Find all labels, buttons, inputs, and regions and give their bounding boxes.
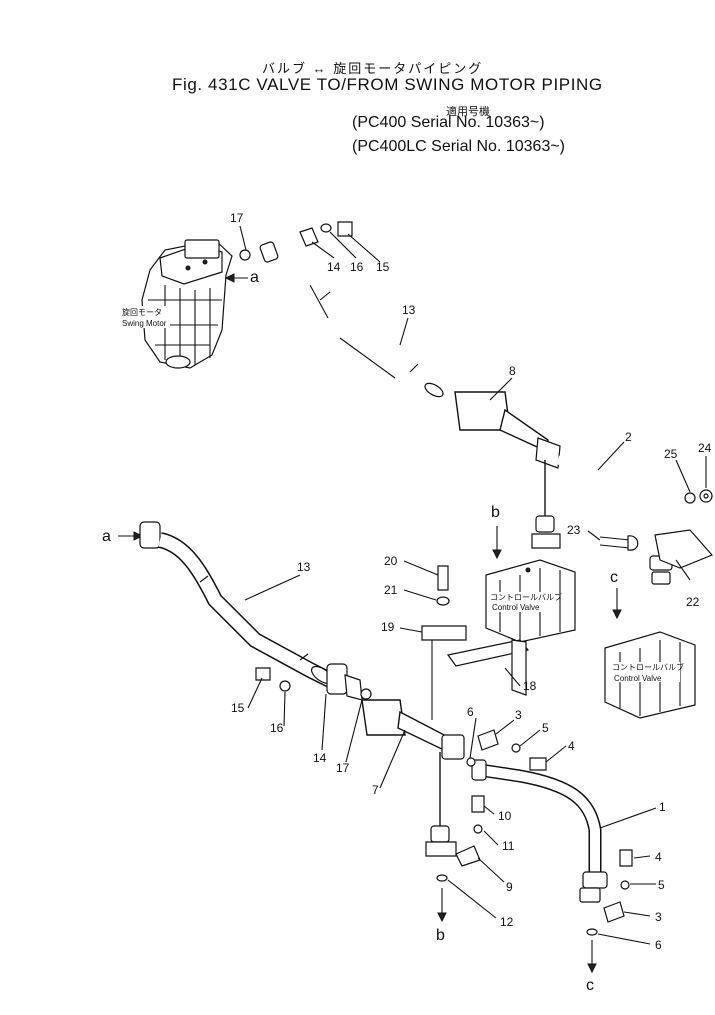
fitting-lower [344, 674, 363, 701]
part-number-24: 24 [698, 441, 712, 455]
part-number-18: 18 [523, 679, 537, 693]
part-number-4-upper: 4 [568, 739, 575, 753]
part-number-17-lower: 17 [336, 761, 350, 775]
part-number-15-lower: 15 [231, 701, 245, 715]
part-number-23: 23 [567, 523, 581, 537]
clamp-9 [455, 845, 481, 867]
bracket-18 [446, 639, 530, 667]
part-number-22: 22 [686, 595, 700, 609]
bolt-15-lower [255, 667, 271, 681]
part-number-5-lower: 5 [658, 878, 665, 892]
control-valve-c-label-jp: コントロールバルブ [612, 662, 684, 672]
clamp-14-upper [299, 227, 319, 247]
part-number-15-upper: 15 [376, 260, 390, 274]
washer-16-lower [279, 680, 291, 692]
leader-lines [239, 225, 707, 945]
bolt-4-lower [619, 849, 633, 867]
bolt-4-upper [529, 757, 547, 771]
part-number-8: 8 [509, 364, 516, 378]
part-number-25: 25 [664, 447, 678, 461]
letter-a-motor: a [250, 269, 259, 286]
part-number-13-upper: 13 [402, 303, 416, 317]
part-number-11: 11 [502, 839, 515, 853]
control-valve-b-label: Control Valve [492, 603, 540, 612]
part-number-2: 2 [625, 430, 632, 444]
clamp-3-upper [477, 729, 499, 751]
clamp-3-lower [603, 901, 625, 923]
control-valve-b-label-jp: コントロールバルブ [490, 592, 562, 602]
flange-14-lower [326, 663, 348, 695]
part-number-3-lower: 3 [655, 910, 662, 924]
letter-b-lower: b [436, 927, 445, 944]
part-number-6-lower: 6 [655, 938, 662, 952]
letter-c-upper: c [610, 569, 618, 586]
serial-line-pc400: (PC400 Serial No. 10363~) [352, 114, 545, 131]
bracket-19 [421, 625, 467, 641]
part-number-5-upper: 5 [542, 721, 549, 735]
o-ring-12 [436, 874, 448, 882]
part-number-13-lower: 13 [297, 560, 311, 574]
bolt-20 [437, 565, 449, 591]
serial-line-pc400lc: (PC400LC Serial No. 10363~) [352, 138, 566, 155]
u-bolt-23 [599, 536, 631, 549]
part-number-17-upper: 17 [230, 211, 244, 225]
part-numbers: 17 14 16 15 13 8 2 25 24 23 22 13 20 21 … [230, 211, 712, 952]
lower-hose-13 [139, 521, 344, 693]
letter-c-lower: c [586, 977, 594, 994]
serial-label-japanese: 適用号機 [446, 106, 490, 118]
part-number-19: 19 [381, 620, 395, 634]
o-ring-17-upper [239, 249, 251, 261]
o-ring-6-lower [586, 928, 598, 936]
part-number-14-upper: 14 [327, 260, 341, 274]
part-number-6-upper: 6 [467, 705, 474, 719]
upper-hose-13 [259, 241, 458, 411]
part-number-7: 7 [372, 783, 379, 797]
washer-21 [436, 596, 450, 606]
part-number-10: 10 [498, 809, 512, 823]
letter-b-upper: b [491, 504, 500, 521]
bracket-22 [654, 529, 714, 569]
figure-title: Fig. 431C VALVE TO/FROM SWING MOTOR PIPI… [172, 75, 603, 94]
title-japanese: バルブ ↔ 旋回モータパイピング [262, 61, 484, 76]
swing-motor-label: Swing Motor [122, 319, 167, 328]
part-number-16-upper: 16 [350, 260, 364, 274]
part-number-3-upper: 3 [515, 708, 522, 722]
swing-motor [141, 239, 233, 369]
part-number-1: 1 [659, 800, 666, 814]
washer-5-lower [620, 880, 630, 890]
bolt-15-upper [337, 221, 353, 237]
part-number-9: 9 [506, 880, 513, 894]
washer-25 [684, 492, 696, 504]
washer-16-upper [320, 223, 332, 233]
swing-motor-label-jp: 旋回モータ [122, 307, 162, 317]
letter-a-lower: a [102, 528, 111, 545]
washer-11 [473, 824, 483, 834]
part-number-21: 21 [384, 583, 398, 597]
part-number-20: 20 [384, 554, 398, 568]
part-number-14-lower: 14 [313, 751, 327, 765]
part-number-16-lower: 16 [270, 721, 284, 735]
part-number-12: 12 [500, 915, 514, 929]
valve-block-8 [454, 391, 561, 549]
washer-5-upper [511, 743, 521, 753]
control-valve-c-label: Control Valve [614, 674, 662, 683]
bolt-10 [471, 795, 485, 813]
part-number-4-lower: 4 [655, 850, 662, 864]
o-ring-6-upper [466, 757, 476, 767]
o-ring-17-lower [360, 688, 372, 700]
valve-block-7 [361, 699, 465, 857]
